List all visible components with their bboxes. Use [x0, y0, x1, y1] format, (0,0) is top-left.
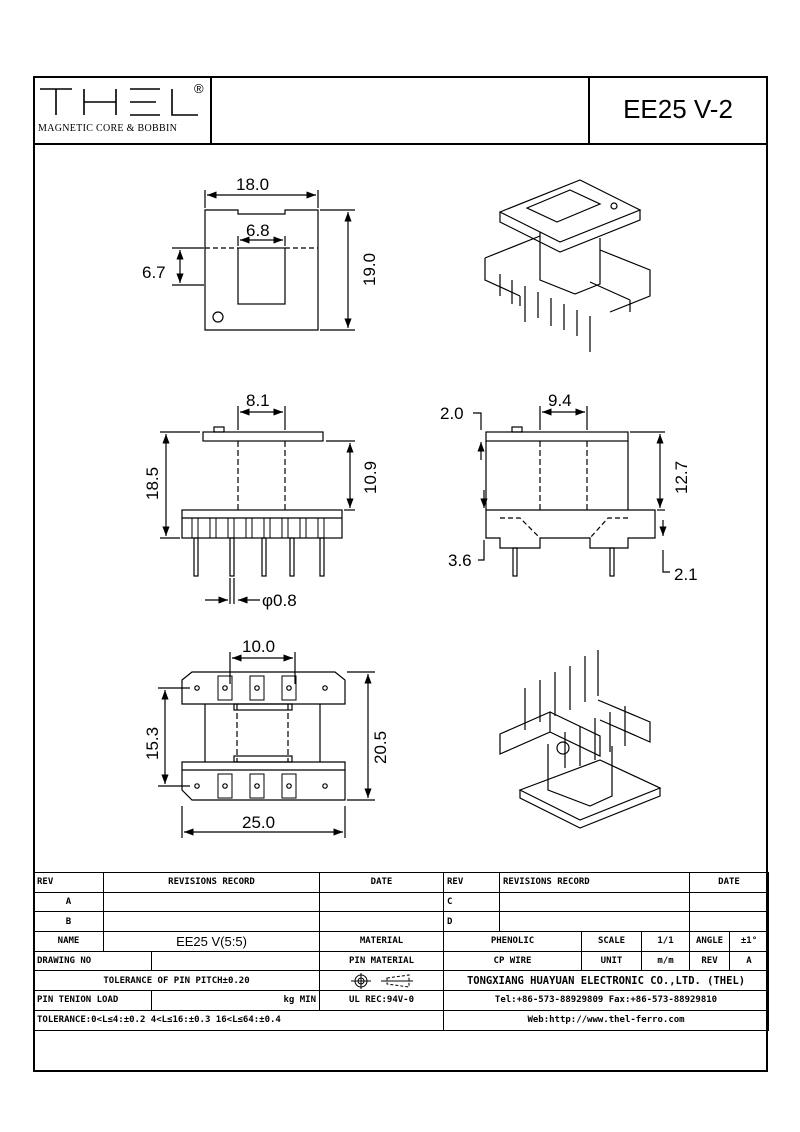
pin-tension-label: PIN TENION LOAD [33, 990, 152, 1011]
technical-drawing: 18.0 6.8 6.7 19.0 8.1 18.5 10.9 φ0.8 2.0… [142, 175, 698, 838]
revisions-header: REVISIONS RECORD [102, 872, 321, 893]
drawing-no-label: DRAWING NO [33, 950, 152, 972]
rev-c: C [443, 891, 501, 913]
rev-label: REV [689, 950, 731, 972]
rev-a-date [319, 891, 445, 913]
rev-c-record [499, 891, 691, 913]
drawing-no-value [150, 950, 321, 972]
dim-side-inner: 10.9 [361, 461, 380, 494]
front-view [473, 406, 670, 577]
logo-divider [210, 76, 212, 143]
angle-label: ANGLE [689, 931, 731, 952]
dim-side-height: 18.5 [143, 467, 162, 500]
title-block-row: PIN TENION LOAD kg MIN UL REC:94V-0 Tel:… [33, 990, 770, 1011]
top-view [172, 190, 355, 331]
isometric-view-top [484, 179, 651, 352]
rev-a: A [33, 891, 104, 913]
rev-a-record [102, 891, 321, 913]
name-value: EE25 V(5:5) [102, 931, 321, 952]
projection-icon [350, 972, 413, 989]
dim-top-window: 6.8 [246, 221, 270, 240]
rev-d-record [499, 911, 691, 933]
drawing-title: EE25 V-2 [623, 94, 733, 124]
side-view [160, 406, 355, 604]
logo-tagline: MAGNETIC CORE & BOBBIN [38, 123, 178, 134]
dim-top-height: 19.0 [360, 253, 379, 286]
title-block-row: DRAWING NO PIN MATERIAL CP WIRE UNIT m/m… [33, 950, 770, 972]
rev-b: B [33, 911, 104, 933]
drawing-frame [33, 76, 768, 1072]
unit-label: UNIT [581, 950, 643, 972]
title-block-row: TOLERANCE:0<L≤4:±0.2 4<L≤16:±0.3 16<L≤64… [32, 1009, 770, 1031]
title-block: REV REVISIONS RECORD DATE REV REVISIONS … [32, 872, 770, 1031]
title-block-row: A C [33, 891, 770, 913]
material-label: MATERIAL [319, 931, 445, 952]
pin-tension-unit: kg MIN [150, 990, 321, 1011]
scale-label: SCALE [581, 931, 643, 952]
dim-pin-diameter: φ0.8 [262, 591, 297, 610]
dim-front-inner: 12.7 [672, 461, 691, 494]
dim-bottom-inner: 15.3 [143, 727, 162, 760]
tolerance-pitch: TOLERANCE OF PIN PITCH±0.20 [32, 970, 321, 992]
isometric-view-bottom [499, 650, 662, 829]
dim-side-window: 8.1 [246, 391, 270, 410]
dim-front-step: 2.1 [674, 565, 698, 584]
rev-c-date [689, 891, 770, 913]
header-divider [33, 143, 768, 145]
rev-header-right: REV [443, 872, 501, 893]
company-name: TONGXIANG HUAYUAN ELECTRONIC CO.,LTD. (T… [443, 970, 770, 992]
rev-header: REV [33, 872, 104, 893]
title-block-row: TOLERANCE OF PIN PITCH±0.20 TONGXIANG HU… [32, 970, 770, 992]
title-block-row: NAME EE25 V(5:5) MATERIAL PHENOLIC SCALE… [33, 931, 770, 952]
website: Web:http://www.thel-ferro.com [443, 1009, 770, 1031]
title-divider [588, 76, 590, 143]
date-header: DATE [319, 872, 445, 893]
registered-mark: ® [194, 81, 204, 96]
dim-front-base: 3.6 [448, 551, 472, 570]
logo-lettering [40, 88, 198, 116]
rev-d-date [689, 911, 770, 933]
angle-value: ±1° [729, 931, 770, 952]
tolerance-general: TOLERANCE:0<L≤4:±0.2 4<L≤16:±0.3 16<L≤64… [32, 1009, 445, 1031]
dim-bottom-outer: 20.5 [371, 731, 390, 764]
pin-material-label: PIN MATERIAL [319, 950, 445, 972]
revisions-header-right: REVISIONS RECORD [499, 872, 691, 893]
rev-b-record [102, 911, 321, 933]
unit-value: m/m [641, 950, 691, 972]
dim-top-width: 18.0 [236, 175, 269, 194]
rev-d: D [443, 911, 501, 933]
contact-info: Tel:+86-573-88929809 Fax:+86-573-8892981… [443, 990, 770, 1011]
dim-front-window: 9.4 [548, 391, 572, 410]
title-block-row: REV REVISIONS RECORD DATE REV REVISIONS … [33, 872, 770, 893]
rev-value: A [729, 950, 770, 972]
pin-material-value: CP WIRE [443, 950, 583, 972]
material-value: PHENOLIC [443, 931, 583, 952]
date-header-right: DATE [689, 872, 770, 893]
projection-symbol [319, 970, 445, 992]
scale-value: 1/1 [641, 931, 691, 952]
dim-top-left: 6.7 [142, 263, 166, 282]
name-label: NAME [33, 931, 104, 952]
dim-front-flange: 2.0 [440, 404, 464, 423]
bottom-view [158, 652, 375, 838]
company-logo: ® MAGNETIC CORE & BOBBIN [38, 81, 210, 139]
ul-rec: UL REC:94V-0 [319, 990, 445, 1011]
title-block-row: B D [33, 911, 770, 933]
dim-bottom-pitch: 10.0 [242, 637, 275, 656]
rev-b-date [319, 911, 445, 933]
dim-bottom-width: 25.0 [242, 813, 275, 832]
